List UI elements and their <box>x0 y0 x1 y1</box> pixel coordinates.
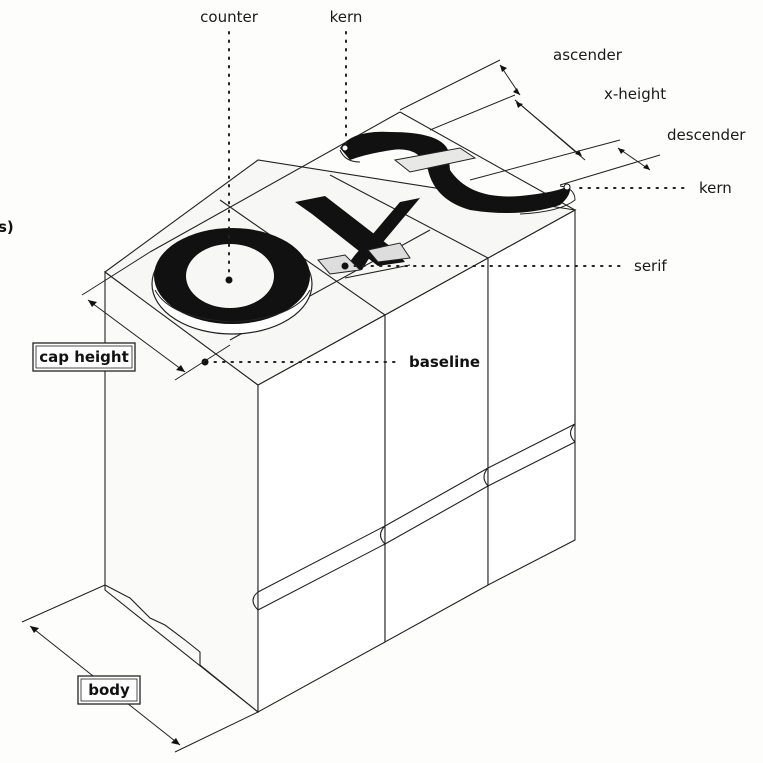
cap-height-label-box: cap height <box>32 342 136 372</box>
label-descender: descender <box>667 126 746 144</box>
label-x-height: x-height <box>604 85 666 103</box>
label-body: body <box>88 681 130 699</box>
label-partial-left: s) <box>0 218 14 236</box>
label-serif: serif <box>634 257 667 275</box>
glyph-x <box>295 196 420 279</box>
dim-x-height <box>514 99 581 156</box>
label-baseline: baseline <box>409 353 480 371</box>
leader-points <box>201 262 349 366</box>
dimension-lines <box>399 59 661 186</box>
body-label-box: body <box>77 675 141 705</box>
label-ascender: ascender <box>553 46 623 64</box>
label-counter: counter <box>200 8 259 26</box>
leader-lines <box>205 31 691 363</box>
glyph-o <box>151 228 313 335</box>
glyph-f <box>339 131 576 215</box>
label-kern-top: kern <box>330 8 363 26</box>
label-cap-height: cap height <box>39 348 129 366</box>
type-block-front-faces <box>252 209 576 713</box>
label-kern-right: kern <box>699 179 732 197</box>
dim-cap-height <box>81 251 231 381</box>
